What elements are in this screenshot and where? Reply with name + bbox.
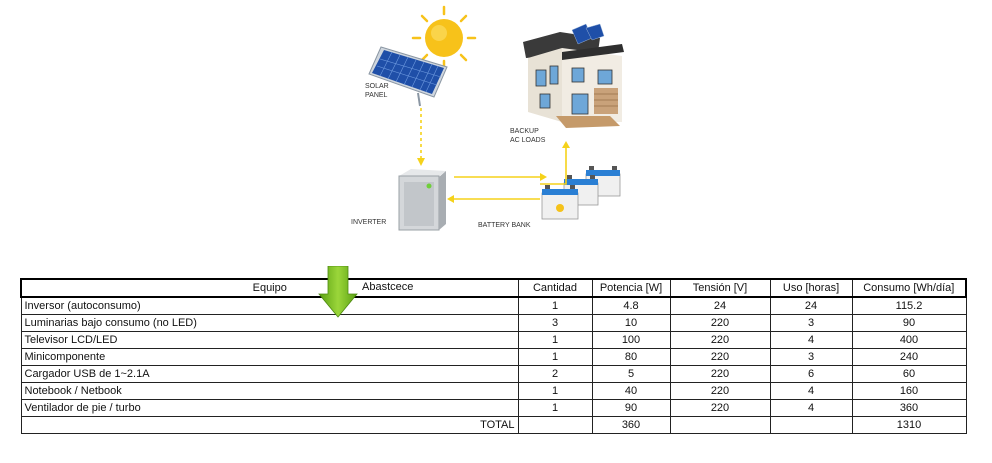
header-equipo: Equipo [20, 278, 519, 298]
svg-text:AC LOADS: AC LOADS [510, 137, 546, 144]
inverter-label: INVERTER [351, 219, 386, 226]
total-row: TOTAL 360 1310 [20, 416, 967, 434]
cell-equipo: Televisor LCD/LED [20, 331, 519, 349]
header-cantidad: Cantidad [517, 278, 593, 298]
cell-uso: 4 [769, 399, 853, 417]
solar-panel-label-2: PANEL [365, 92, 388, 99]
cell-consumo: 160 [851, 382, 967, 400]
svg-text:PANEL: PANEL [365, 92, 388, 99]
arrowhead-inverter-side [447, 195, 454, 203]
cell-consumo: 90 [851, 314, 967, 332]
table-row: Minicomponente 1 80 220 3 240 [20, 348, 967, 366]
cell-potencia: 10 [591, 314, 671, 332]
cell-equipo: Minicomponente [20, 348, 519, 366]
cell-potencia: 4.8 [591, 296, 671, 315]
arrowhead-house [562, 141, 570, 148]
cell-potencia: 40 [591, 382, 671, 400]
table-row: Inversor (autoconsumo) 1 4.8 24 24 115.2 [20, 296, 967, 315]
cell-consumo: 60 [851, 365, 967, 383]
table-row: Luminarias bajo consumo (no LED) 3 10 22… [20, 314, 967, 332]
table-row: Televisor LCD/LED 1 100 220 4 400 [20, 331, 967, 349]
cell-cantidad: 3 [517, 314, 593, 332]
green-down-arrow-icon [318, 266, 358, 318]
energy-consumption-table: Equipo Cantidad Potencia [W] Tensión [V]… [20, 278, 967, 434]
cell-equipo: Notebook / Netbook [20, 382, 519, 400]
cell-cantidad: 1 [517, 382, 593, 400]
cell-cantidad: 1 [517, 348, 593, 366]
cell-equipo: Luminarias bajo consumo (no LED) [20, 314, 519, 332]
svg-text:BACKUP: BACKUP [510, 128, 539, 135]
total-label: TOTAL [20, 416, 519, 434]
cell-cantidad: 1 [517, 331, 593, 349]
cell-potencia: 80 [591, 348, 671, 366]
table-row: Cargador USB de 1~2.1A 2 5 220 6 60 [20, 365, 967, 383]
total-potencia: 360 [591, 416, 671, 434]
cell-cantidad: 1 [517, 296, 593, 315]
solar-system-diagram: SOLAR PANEL BACKUP AC LOADS [351, 5, 624, 231]
cell-tension: 220 [669, 331, 771, 349]
flow-arrows [420, 108, 567, 200]
cell-equipo: Cargador USB de 1~2.1A [20, 365, 519, 383]
arrow-battery-to-house [540, 148, 567, 185]
cell-consumo: 115.2 [851, 296, 967, 315]
header-consumo: Consumo [Wh/día] [851, 278, 967, 298]
abastece-label: Abastcece [362, 281, 414, 293]
cell-consumo: 240 [851, 348, 967, 366]
sun-icon [411, 5, 477, 70]
backup-label-2: AC LOADS [510, 137, 546, 144]
cell-uso: 3 [769, 348, 853, 366]
svg-text:INVERTER: INVERTER [351, 219, 386, 226]
house-icon [523, 23, 624, 128]
cell-uso: 3 [769, 314, 853, 332]
cell-tension: 220 [669, 314, 771, 332]
cell-tension: 220 [669, 399, 771, 417]
cell-cantidad: 1 [517, 399, 593, 417]
svg-text:BATTERY BANK: BATTERY BANK [478, 222, 531, 229]
cell-equipo: Inversor (autoconsumo) [20, 296, 519, 315]
header-potencia: Potencia [W] [591, 278, 671, 298]
cell-tension: 220 [669, 365, 771, 383]
header-tension: Tensión [V] [669, 278, 771, 298]
total-uso-empty [769, 416, 853, 434]
cell-tension: 24 [669, 296, 771, 315]
arrowhead-battery-top [540, 173, 547, 181]
table-row: Ventilador de pie / turbo 1 90 220 4 360 [20, 399, 967, 417]
cell-equipo: Ventilador de pie / turbo [20, 399, 519, 417]
cell-tension: 220 [669, 382, 771, 400]
cell-potencia: 90 [591, 399, 671, 417]
cell-cantidad: 2 [517, 365, 593, 383]
cell-potencia: 5 [591, 365, 671, 383]
cell-uso: 24 [769, 296, 853, 315]
header-uso: Uso [horas] [769, 278, 853, 298]
table-header-row: Equipo Cantidad Potencia [W] Tensión [V]… [20, 278, 967, 298]
svg-text:SOLAR: SOLAR [365, 83, 389, 90]
cell-tension: 220 [669, 348, 771, 366]
cell-consumo: 400 [851, 331, 967, 349]
total-cantidad-empty [517, 416, 593, 434]
cell-uso: 4 [769, 331, 853, 349]
cell-uso: 4 [769, 382, 853, 400]
total-consumo: 1310 [851, 416, 967, 434]
cell-uso: 6 [769, 365, 853, 383]
arrowhead-inverter [417, 158, 425, 166]
table-row: Notebook / Netbook 1 40 220 4 160 [20, 382, 967, 400]
total-tension-empty [669, 416, 771, 434]
cell-potencia: 100 [591, 331, 671, 349]
battery-bank-icon [541, 166, 621, 220]
battery-label: BATTERY BANK [478, 222, 531, 229]
cell-consumo: 360 [851, 399, 967, 417]
backup-label-1: BACKUP [510, 128, 539, 135]
inverter-icon [398, 169, 446, 231]
solar-panel-label-1: SOLAR [365, 83, 389, 90]
solar-panel-icon [368, 46, 448, 107]
